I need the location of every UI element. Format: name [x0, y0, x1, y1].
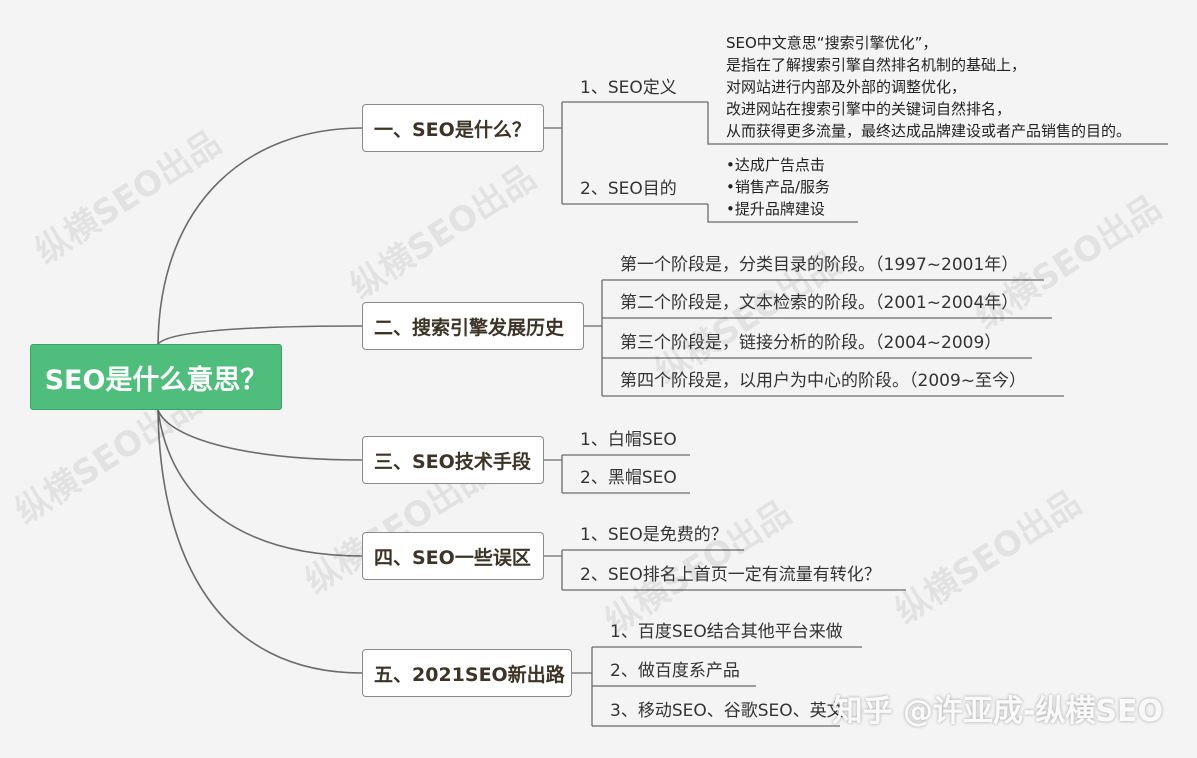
- connector-root-branch-3: [157, 409, 363, 461]
- note-line: SEO中文意思“搜索引擎优化”，: [726, 34, 938, 52]
- note-line: 是指在了解搜索引擎自然排名机制的基础上，: [726, 56, 1027, 74]
- connector-branch-3-spine: [544, 455, 563, 493]
- branch-seo-new-path-2021[interactable]: 五、2021SEO新出路: [362, 649, 572, 697]
- connector-root-branch-2: [157, 325, 363, 345]
- note-line: 改进网站在搜索引擎中的关键词自然排名，: [726, 100, 1012, 118]
- branch-seo-misconceptions[interactable]: 四、SEO一些误区: [362, 532, 544, 580]
- connector-root-branch-4: [157, 409, 363, 557]
- leaf-history-stage-1[interactable]: 第一个阶段是，分类目录的阶段。（1997~2001年）: [620, 255, 1019, 275]
- branch-what-is-seo[interactable]: 一、SEO是什么？: [362, 104, 544, 152]
- author-credit: 知乎 @许亚成-纵横SEO: [832, 694, 1164, 729]
- leaf-seo-is-free[interactable]: 1、SEO是免费的？: [580, 525, 728, 545]
- leaf-black-hat-seo[interactable]: 2、黑帽SEO: [580, 468, 677, 488]
- connector-note-definition: [707, 102, 1168, 145]
- connector-branch-4-spine: [544, 550, 563, 590]
- leaf-mobile-google-seo[interactable]: 3、移动SEO、谷歌SEO、英文: [610, 701, 844, 721]
- leaf-history-stage-2[interactable]: 第二个阶段是，文本检索的阶段。（2001~2004年）: [620, 293, 1019, 313]
- note-seo-purpose: •达成广告点击 •销售产品/服务 •提升品牌建设: [726, 154, 830, 220]
- branch-search-engine-history[interactable]: 二、搜索引擎发展历史: [362, 302, 584, 350]
- leaf-combine-platforms[interactable]: 1、百度SEO结合其他平台来做: [610, 622, 843, 642]
- leaf-seo-purpose[interactable]: 2、SEO目的: [580, 179, 677, 199]
- leaf-white-hat-seo[interactable]: 1、白帽SEO: [580, 430, 677, 450]
- leaf-history-stage-4[interactable]: 第四个阶段是，以用户为中心的阶段。（2009~至今）: [620, 371, 1027, 391]
- note-line: •提升品牌建设: [726, 200, 825, 218]
- note-line: 从而获得更多流量，最终达成品牌建设或者产品销售的目的。: [726, 122, 1132, 140]
- leaf-first-page-traffic[interactable]: 2、SEO排名上首页一定有流量有转化？: [580, 565, 881, 585]
- note-line: •销售产品/服务: [726, 178, 830, 196]
- note-line: •达成广告点击: [726, 156, 825, 174]
- leaf-baidu-products[interactable]: 2、做百度系产品: [610, 661, 740, 681]
- root-topic[interactable]: SEO是什么意思？: [30, 344, 282, 410]
- leaf-history-stage-3[interactable]: 第三个阶段是，链接分析的阶段。（2004~2009）: [620, 333, 1002, 353]
- connector-note-purpose: [707, 204, 858, 223]
- connector-root-branch-1: [157, 127, 363, 345]
- connector-branch-2-spine: [584, 280, 603, 396]
- note-line: 对网站进行内部及外部的调整优化，: [726, 78, 967, 96]
- branch-seo-techniques[interactable]: 三、SEO技术手段: [362, 436, 544, 484]
- connector-branch-5-spine: [572, 647, 593, 726]
- connector-root-branch-5: [157, 409, 363, 674]
- leaf-seo-definition[interactable]: 1、SEO定义: [580, 78, 677, 98]
- connector-branch-1-spine: [544, 102, 563, 204]
- note-seo-definition: SEO中文意思“搜索引擎优化”， 是指在了解搜索引擎自然排名机制的基础上， 对网…: [726, 32, 1131, 142]
